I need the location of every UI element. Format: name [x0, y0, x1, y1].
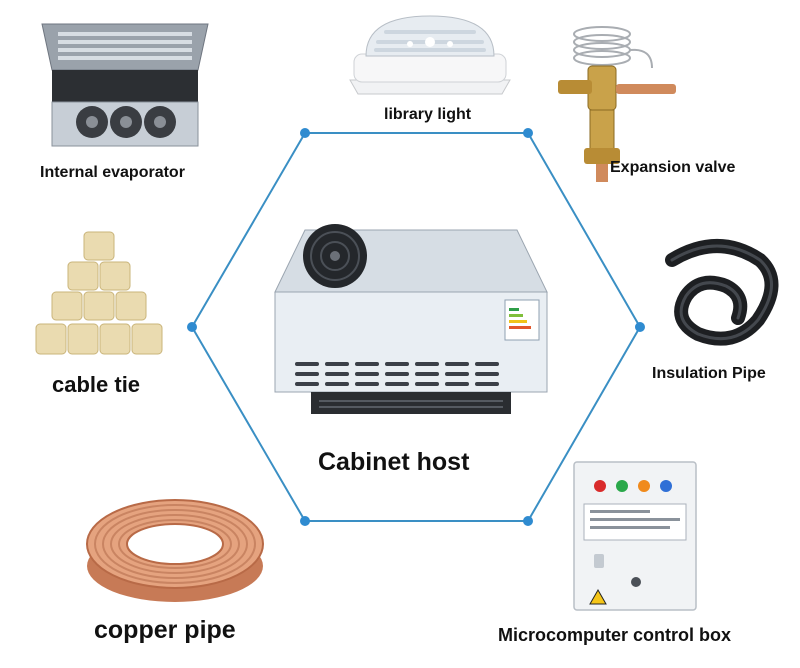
insulation-pipe-label: Insulation Pipe	[652, 365, 766, 382]
cabinet-host-unit-icon	[255, 222, 555, 417]
hexagon-node	[635, 322, 645, 332]
internal-evaporator-label: Internal evaporator	[40, 164, 185, 181]
control-box-icon	[570, 458, 700, 614]
hexagon-node	[523, 516, 533, 526]
expansion-valve-label: Expansion valve	[610, 159, 736, 176]
copper-pipe-label: copper pipe	[94, 616, 236, 644]
brass-valve-icon	[552, 20, 692, 185]
evaporator-unit-icon	[30, 18, 220, 148]
copper-coil-icon	[80, 484, 270, 606]
hexagon-node	[300, 516, 310, 526]
foam-pipe-coil-icon	[654, 238, 784, 353]
hexagon-node	[523, 128, 533, 138]
hexagon-node	[187, 322, 197, 332]
control-box-label: Microcomputer control box	[498, 625, 732, 645]
cable-tie-rolls-icon	[30, 228, 170, 358]
cabinet-host-label: Cabinet host	[318, 448, 470, 476]
library-light-label: library light	[384, 106, 472, 123]
hexagon-node	[300, 128, 310, 138]
cable-tie-label: cable tie	[52, 372, 141, 397]
dome-light-icon	[340, 10, 520, 96]
